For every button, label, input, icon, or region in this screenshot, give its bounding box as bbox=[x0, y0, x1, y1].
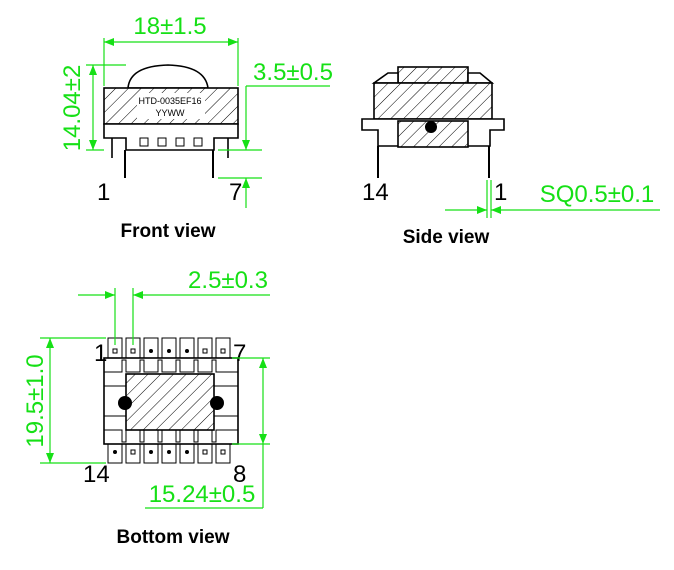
side-view-caption: Side view bbox=[403, 227, 490, 248]
bottom-view-caption: Bottom view bbox=[117, 527, 230, 548]
part-marking: HTD-0035EF16 bbox=[138, 96, 201, 106]
bottom-pin-7-label: 7 bbox=[233, 340, 246, 367]
front-width-dimension: 18±1.5 bbox=[133, 13, 206, 40]
side-pin-1-label: 1 bbox=[494, 179, 507, 206]
front-view-caption: Front view bbox=[120, 221, 215, 242]
pin-size-dimension: SQ0.5±0.1 bbox=[540, 181, 655, 208]
row-spacing-dimension: 19.5±1.0 bbox=[22, 354, 49, 447]
front-core-top bbox=[127, 64, 209, 89]
bottom-core-dot-right bbox=[210, 396, 224, 410]
front-base bbox=[103, 123, 239, 151]
pin-span-dimension: 15.24±0.5 bbox=[149, 481, 256, 508]
side-core-top bbox=[397, 66, 469, 84]
bottom-core-dot-left bbox=[118, 396, 132, 410]
front-view: HTD-0035EF16 YYWW 1 7 Front view 18±1.5 … bbox=[59, 13, 333, 242]
pin-length-dimension: 3.5±0.5 bbox=[253, 59, 333, 86]
bottom-view: 1 7 14 8 Bottom view 2.5±0.3 19.5±1.0 15… bbox=[22, 267, 270, 548]
bottom-core bbox=[125, 373, 215, 431]
bottom-pin-8-label: 8 bbox=[233, 461, 246, 488]
pin-pitch-dimension: 2.5±0.3 bbox=[188, 267, 268, 294]
side-core-dot bbox=[425, 121, 437, 133]
bottom-pin-1-label: 1 bbox=[94, 340, 107, 367]
front-height-dimension: 14.04±2 bbox=[59, 65, 86, 152]
date-code-marking: YYWW bbox=[156, 108, 186, 118]
side-bobbin bbox=[373, 82, 493, 120]
front-pin-7-label: 7 bbox=[229, 179, 242, 206]
side-pin-14-label: 14 bbox=[362, 179, 389, 206]
front-pin-1-label: 1 bbox=[97, 179, 110, 206]
bottom-pin-14-label: 14 bbox=[83, 461, 110, 488]
side-view: 14 1 Side view SQ0.5±0.1 bbox=[361, 66, 660, 248]
